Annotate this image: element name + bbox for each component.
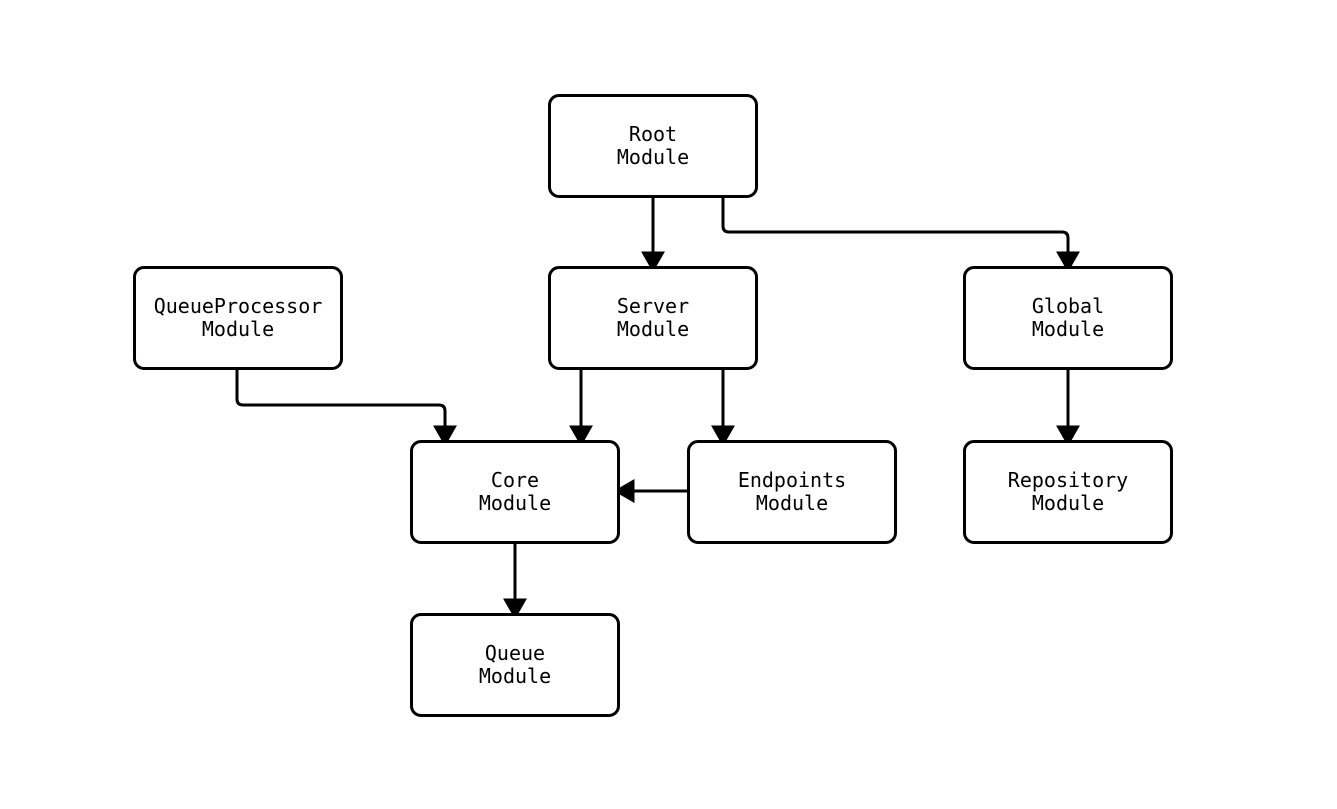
node-core-module[interactable]: Core Module <box>410 440 620 544</box>
node-root-module[interactable]: Root Module <box>548 94 758 198</box>
node-repository-module-label: Repository Module <box>1007 468 1129 515</box>
node-queueprocessor-module-label: QueueProcessor Module <box>153 294 323 341</box>
node-endpoints-module-label: Endpoints Module <box>737 468 847 515</box>
node-queue-module-label: Queue Module <box>478 641 552 688</box>
node-server-module[interactable]: Server Module <box>548 266 758 370</box>
node-endpoints-module[interactable]: Endpoints Module <box>687 440 897 544</box>
edge-queueprocessor-to-core <box>235 370 457 447</box>
node-core-module-label: Core Module <box>478 468 552 515</box>
node-repository-module[interactable]: Repository Module <box>963 440 1173 544</box>
node-queue-module[interactable]: Queue Module <box>410 613 620 717</box>
node-global-module-label: Global Module <box>1031 294 1105 341</box>
edge-root-to-global <box>721 198 1080 273</box>
node-root-module-label: Root Module <box>616 122 690 169</box>
node-server-module-label: Server Module <box>616 294 690 341</box>
node-queueprocessor-module[interactable]: QueueProcessor Module <box>133 266 343 370</box>
node-global-module[interactable]: Global Module <box>963 266 1173 370</box>
